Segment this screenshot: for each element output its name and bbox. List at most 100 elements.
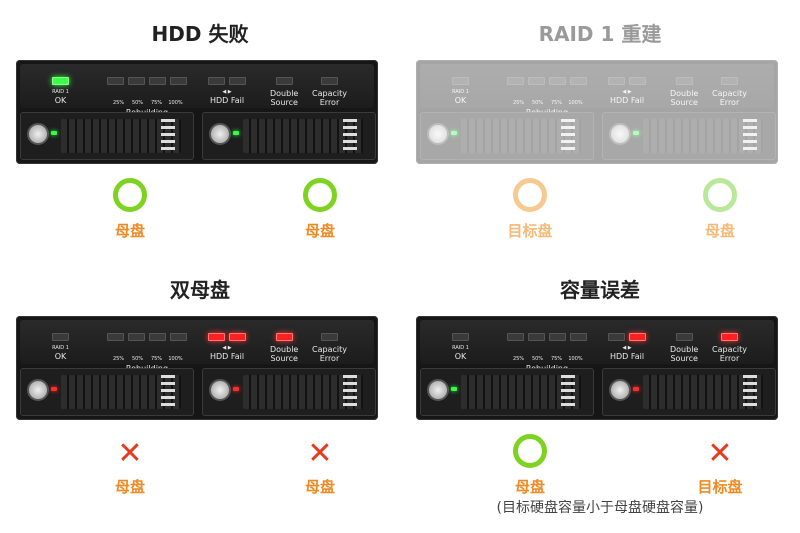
capacity-led: [720, 333, 738, 341]
left-drive-caption: 母盘: [514, 478, 545, 496]
pct-label: 100%: [568, 100, 583, 106]
hdd-fail-indicator: ◀ ▶ HDD Fail: [606, 70, 648, 105]
pct-label: 25%: [512, 100, 525, 106]
bay-status-led: [233, 131, 239, 135]
raid-ok-indicator: RAID 1 OK: [450, 326, 471, 361]
left-status: [110, 178, 150, 218]
key-lock-icon: [209, 379, 231, 401]
left-status: [510, 434, 550, 474]
rebuild-led-1: [528, 333, 545, 341]
double-led: [675, 333, 693, 341]
rebuild-led-3: [570, 77, 587, 85]
pct-label: 75%: [150, 100, 163, 106]
raid-led: [52, 333, 69, 341]
rebuild-led-2: [549, 77, 566, 85]
hdd-fail-indicator: ◀ ▶ HDD Fail: [206, 326, 248, 361]
raid-ok-indicator: RAID 1 OK: [50, 326, 71, 361]
pct-label: 50%: [131, 100, 144, 106]
key-lock-icon: [209, 123, 231, 145]
hdd-fail-label: HDD Fail: [609, 96, 645, 105]
rebuild-indicator: 25%50%75%100% Rebuilding: [505, 70, 589, 117]
ok-circle-icon: [703, 178, 737, 212]
front-panel: RAID 1 OK 25%50%75%100% Rebuilding ◀ ▶ H…: [420, 64, 774, 117]
front-panel: RAID 1 OK 25%50%75%100% Rebuilding ◀ ▶ H…: [20, 320, 374, 373]
quadrant-title: HDD 失败: [151, 22, 249, 46]
pct-label: 100%: [568, 356, 583, 362]
left-status: [510, 178, 550, 218]
key-lock-icon: [609, 123, 631, 145]
pct-label: 50%: [531, 356, 544, 362]
right-status: [700, 178, 740, 218]
arrow-icons: ◀ ▶: [222, 345, 232, 351]
drive-bay-right: [602, 368, 776, 416]
pct-label: 75%: [550, 356, 563, 362]
source-label: Source: [670, 98, 698, 107]
drive-enclosure: RAID 1 OK 25%50%75%100% Rebuilding ◀ ▶ H…: [16, 316, 378, 420]
key-lock-icon: [27, 379, 49, 401]
fail-led-0: [608, 333, 625, 341]
tray-handle: [561, 375, 575, 409]
raid-led: [52, 77, 69, 85]
double-source-indicator: Double Source: [670, 70, 698, 107]
raid-led: [452, 333, 469, 341]
fail-led-1: [629, 77, 646, 85]
rebuild-led-3: [570, 333, 587, 341]
error-label: Error: [319, 354, 340, 363]
source-label: Source: [270, 98, 298, 107]
rebuild-led-0: [507, 333, 524, 341]
double-label: Double: [670, 345, 699, 354]
error-label: Error: [719, 98, 740, 107]
raid-ok-label: OK: [54, 96, 67, 105]
pct-label: 25%: [512, 356, 525, 362]
arrow-icons: ◀ ▶: [222, 89, 232, 95]
pct-label: 50%: [131, 356, 144, 362]
rebuild-led-2: [149, 77, 166, 85]
hdd-fail-label: HDD Fail: [209, 352, 245, 361]
rebuild-indicator: 25%50%75%100% Rebuilding: [105, 326, 189, 373]
source-label: Source: [270, 354, 298, 363]
rebuilding-label: Rebuilding: [505, 108, 589, 117]
drive-enclosure: RAID 1 OK 25%50%75%100% Rebuilding ◀ ▶ H…: [16, 60, 378, 164]
fail-led-1: [229, 77, 246, 85]
fail-led-1: [229, 333, 246, 341]
drive-enclosure: RAID 1 OK 25%50%75%100% Rebuilding ◀ ▶ H…: [416, 316, 778, 420]
fail-led-0: [208, 333, 225, 341]
right-drive-caption: 母盘: [304, 222, 335, 240]
enclosure-body: RAID 1 OK 25%50%75%100% Rebuilding ◀ ▶ H…: [16, 316, 378, 420]
front-panel: RAID 1 OK 25%50%75%100% Rebuilding ◀ ▶ H…: [420, 320, 774, 373]
front-panel: RAID 1 OK 25%50%75%100% Rebuilding ◀ ▶ H…: [20, 64, 374, 117]
left-drive-caption: 母盘: [114, 222, 145, 240]
key-lock-icon: [609, 379, 631, 401]
double-label: Double: [270, 345, 299, 354]
bay-status-led: [233, 387, 239, 391]
key-lock-icon: [427, 379, 449, 401]
rebuild-led-1: [128, 77, 145, 85]
rebuild-led-0: [107, 77, 124, 85]
pct-label: 75%: [550, 100, 563, 106]
bay-status-led: [633, 387, 639, 391]
ok-circle-icon: [513, 178, 547, 212]
double-source-indicator: Double Source: [270, 70, 298, 107]
rebuild-led-3: [170, 77, 187, 85]
drive-bay-left: [20, 112, 194, 160]
quadrant-title: 容量误差: [560, 278, 640, 302]
raid-ok-indicator: RAID 1 OK: [450, 70, 471, 105]
drive-bay-left: [20, 368, 194, 416]
capacity-error-indicator: Capacity Error: [312, 326, 347, 363]
drive-bay-right: [602, 112, 776, 160]
raid-small-label: RAID 1: [52, 89, 69, 95]
double-label: Double: [270, 89, 299, 98]
quadrant-1: HDD 失败 RAID 1 OK 25%50%75%100% Rebuildin…: [0, 0, 400, 266]
left-status: ✕: [110, 434, 150, 474]
capacity-label: Capacity: [312, 345, 347, 354]
double-led: [275, 333, 293, 341]
drive-bay-right: [202, 112, 376, 160]
rebuild-led-2: [549, 333, 566, 341]
vent-grille: [643, 119, 763, 153]
bay-status-led: [51, 131, 57, 135]
left-drive-caption: 目标盘: [507, 222, 553, 240]
bay-status-led: [451, 387, 457, 391]
drive-bay-left: [420, 368, 594, 416]
bay-status-led: [51, 387, 57, 391]
hdd-fail-label: HDD Fail: [609, 352, 645, 361]
